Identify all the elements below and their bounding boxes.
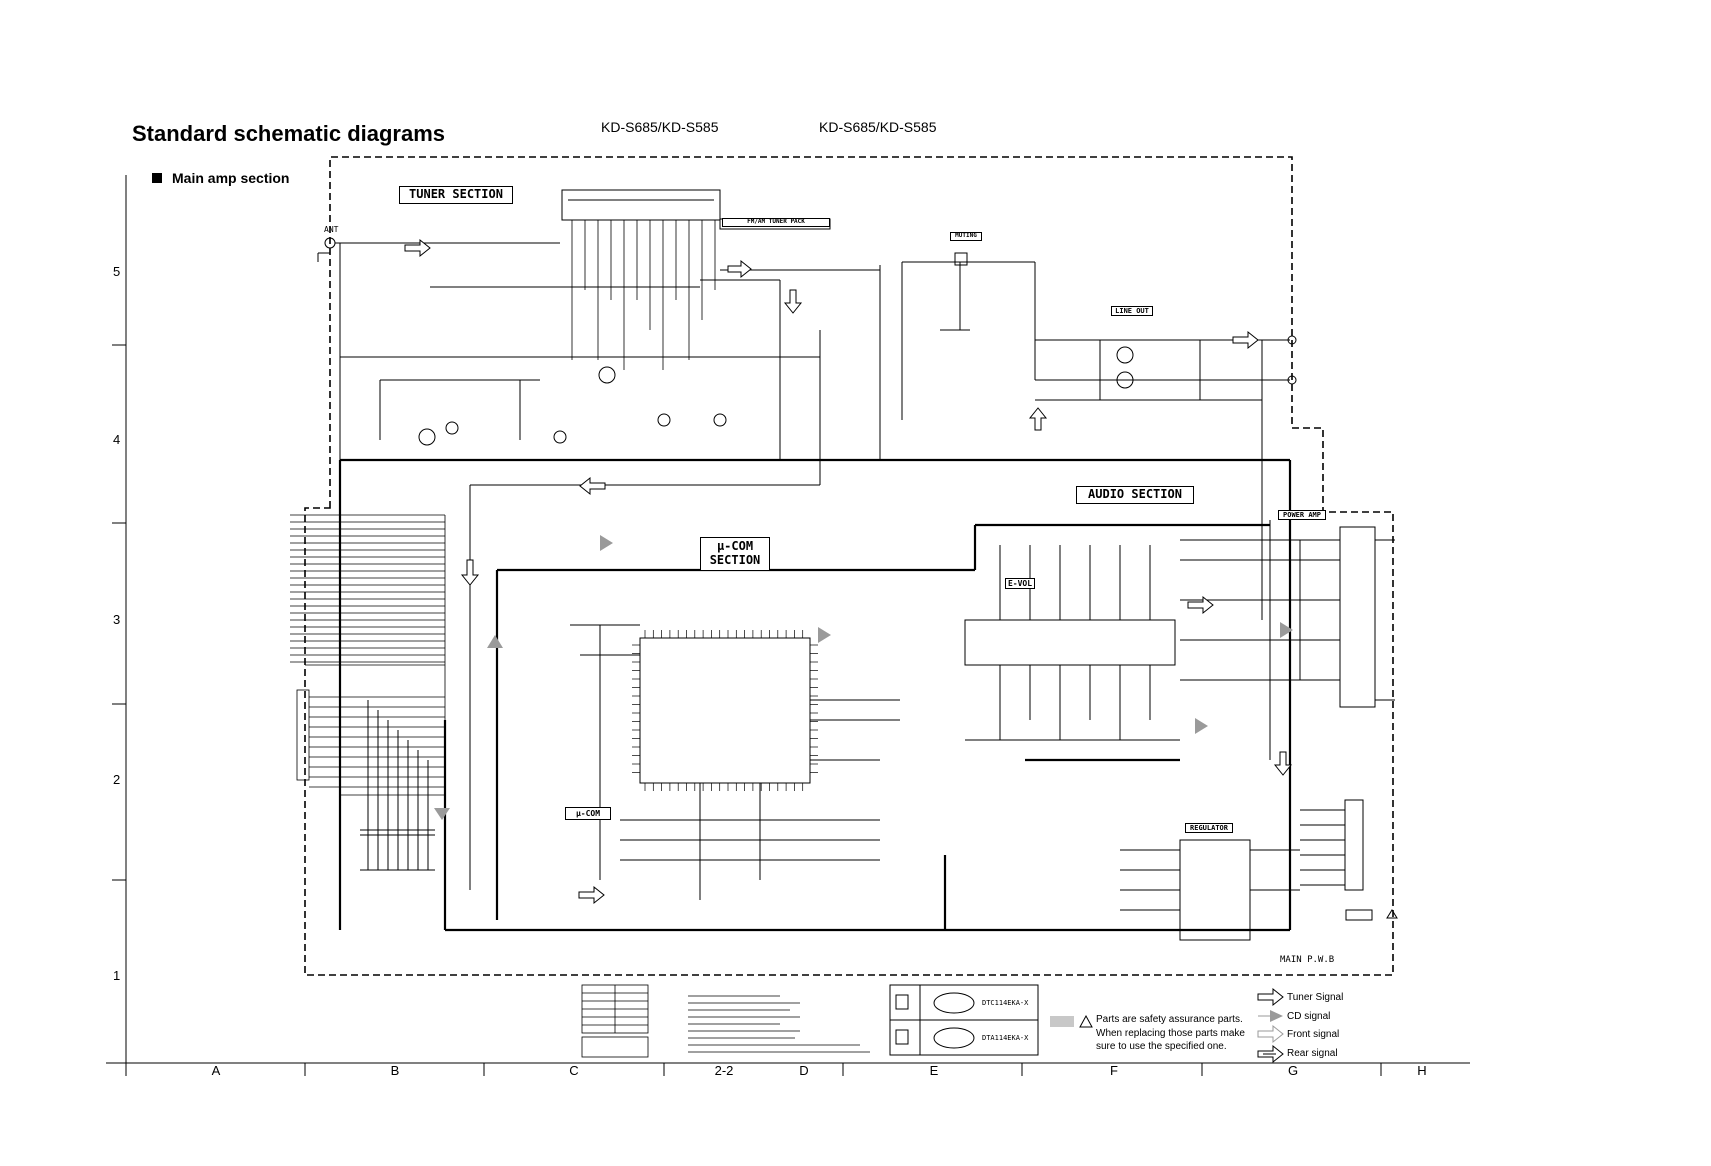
antenna-label: ANT [324, 225, 339, 234]
signal-arrows [404, 238, 1293, 905]
transistor-key-part1: DTC114EKA-X [982, 999, 1029, 1007]
tuner-pack [561, 189, 831, 370]
audio-section-label: AUDIO SECTION [1076, 486, 1194, 504]
safety-note-line1: Parts are safety assurance parts. [1096, 1014, 1243, 1025]
column-letter-a: A [211, 1063, 221, 1078]
parts-table [581, 984, 649, 1058]
bullet-square-icon [152, 173, 162, 183]
column-letter-e: E [929, 1063, 939, 1078]
muting-label: MUTING [950, 232, 982, 241]
legend-tuner-signal: Tuner Signal [1287, 992, 1344, 1003]
power-connector [1300, 799, 1398, 921]
line-out-label: LINE OUT [1111, 306, 1153, 317]
subtitle-text: Main amp section [172, 170, 290, 186]
frame-axes [106, 175, 1470, 1076]
model-label-1: KD-S685/KD-S585 [601, 119, 719, 135]
legend-front-signal: Front signal [1287, 1029, 1340, 1040]
column-letter-c: C [569, 1063, 579, 1078]
page-title: Standard schematic diagrams [132, 121, 446, 146]
line-out-block [1035, 335, 1297, 401]
row-number-4: 4 [113, 432, 121, 447]
safety-note: Parts are safety assurance parts. When r… [1096, 1013, 1245, 1054]
warning-triangle-icon [1079, 1014, 1093, 1028]
notes-lines [688, 995, 870, 1053]
tuner-pack-label: FM/AM TUNER PACK [722, 218, 830, 227]
column-letter-b: B [390, 1063, 400, 1078]
legend-arrows [1257, 987, 1284, 1064]
legend-cd-signal: CD signal [1287, 1011, 1331, 1022]
row-number-3: 3 [113, 612, 121, 627]
safety-note-line2: When replacing those parts make [1096, 1027, 1245, 1039]
power-amp-ic [1180, 520, 1395, 760]
safety-note-line3: sure to use the specified one. [1096, 1041, 1227, 1052]
ucom-label-line1: μ-COM [716, 539, 754, 553]
section-subtitle: Main amp section [152, 170, 289, 186]
column-letter-d: D [799, 1063, 809, 1078]
evol-ic [964, 545, 1180, 741]
tuner-transistors [418, 366, 727, 446]
capacitor-bank [360, 700, 435, 871]
page-reference: 2-2 [714, 1063, 734, 1078]
legend-rear-signal: Rear signal [1287, 1048, 1338, 1059]
main-board-label: MAIN P.W.B [1280, 955, 1335, 965]
tuner-wiring [317, 237, 1263, 890]
row-number-5: 5 [113, 264, 121, 279]
model-label-2: KD-S685/KD-S585 [819, 119, 937, 135]
muting-block [901, 252, 1036, 420]
evol-label: E-VOL [1005, 578, 1035, 590]
regulator-label: REGULATOR [1185, 823, 1233, 834]
power-amp-label: POWER AMP [1278, 510, 1326, 521]
tuner-section-label: TUNER SECTION [399, 186, 513, 204]
column-letter-h: H [1417, 1063, 1427, 1078]
transistor-key-box [889, 984, 1039, 1056]
row-number-1: 1 [113, 968, 121, 983]
cd-signal-arrows [434, 535, 1293, 820]
column-letter-g: G [1287, 1063, 1299, 1078]
microcontroller-ic [570, 624, 900, 900]
regulator-ic [1120, 839, 1300, 941]
transistor-key-part2: DTA114EKA-X [982, 1034, 1029, 1042]
left-connector [290, 514, 446, 800]
ucom-small-label: μ-COM [565, 807, 611, 821]
column-letter-f: F [1110, 1063, 1118, 1078]
safety-shade-swatch [1050, 1016, 1074, 1027]
ucom-label-line2: SECTION [709, 552, 761, 567]
row-number-2: 2 [113, 772, 121, 787]
ucom-section-label: μ-COM SECTION [700, 537, 770, 571]
